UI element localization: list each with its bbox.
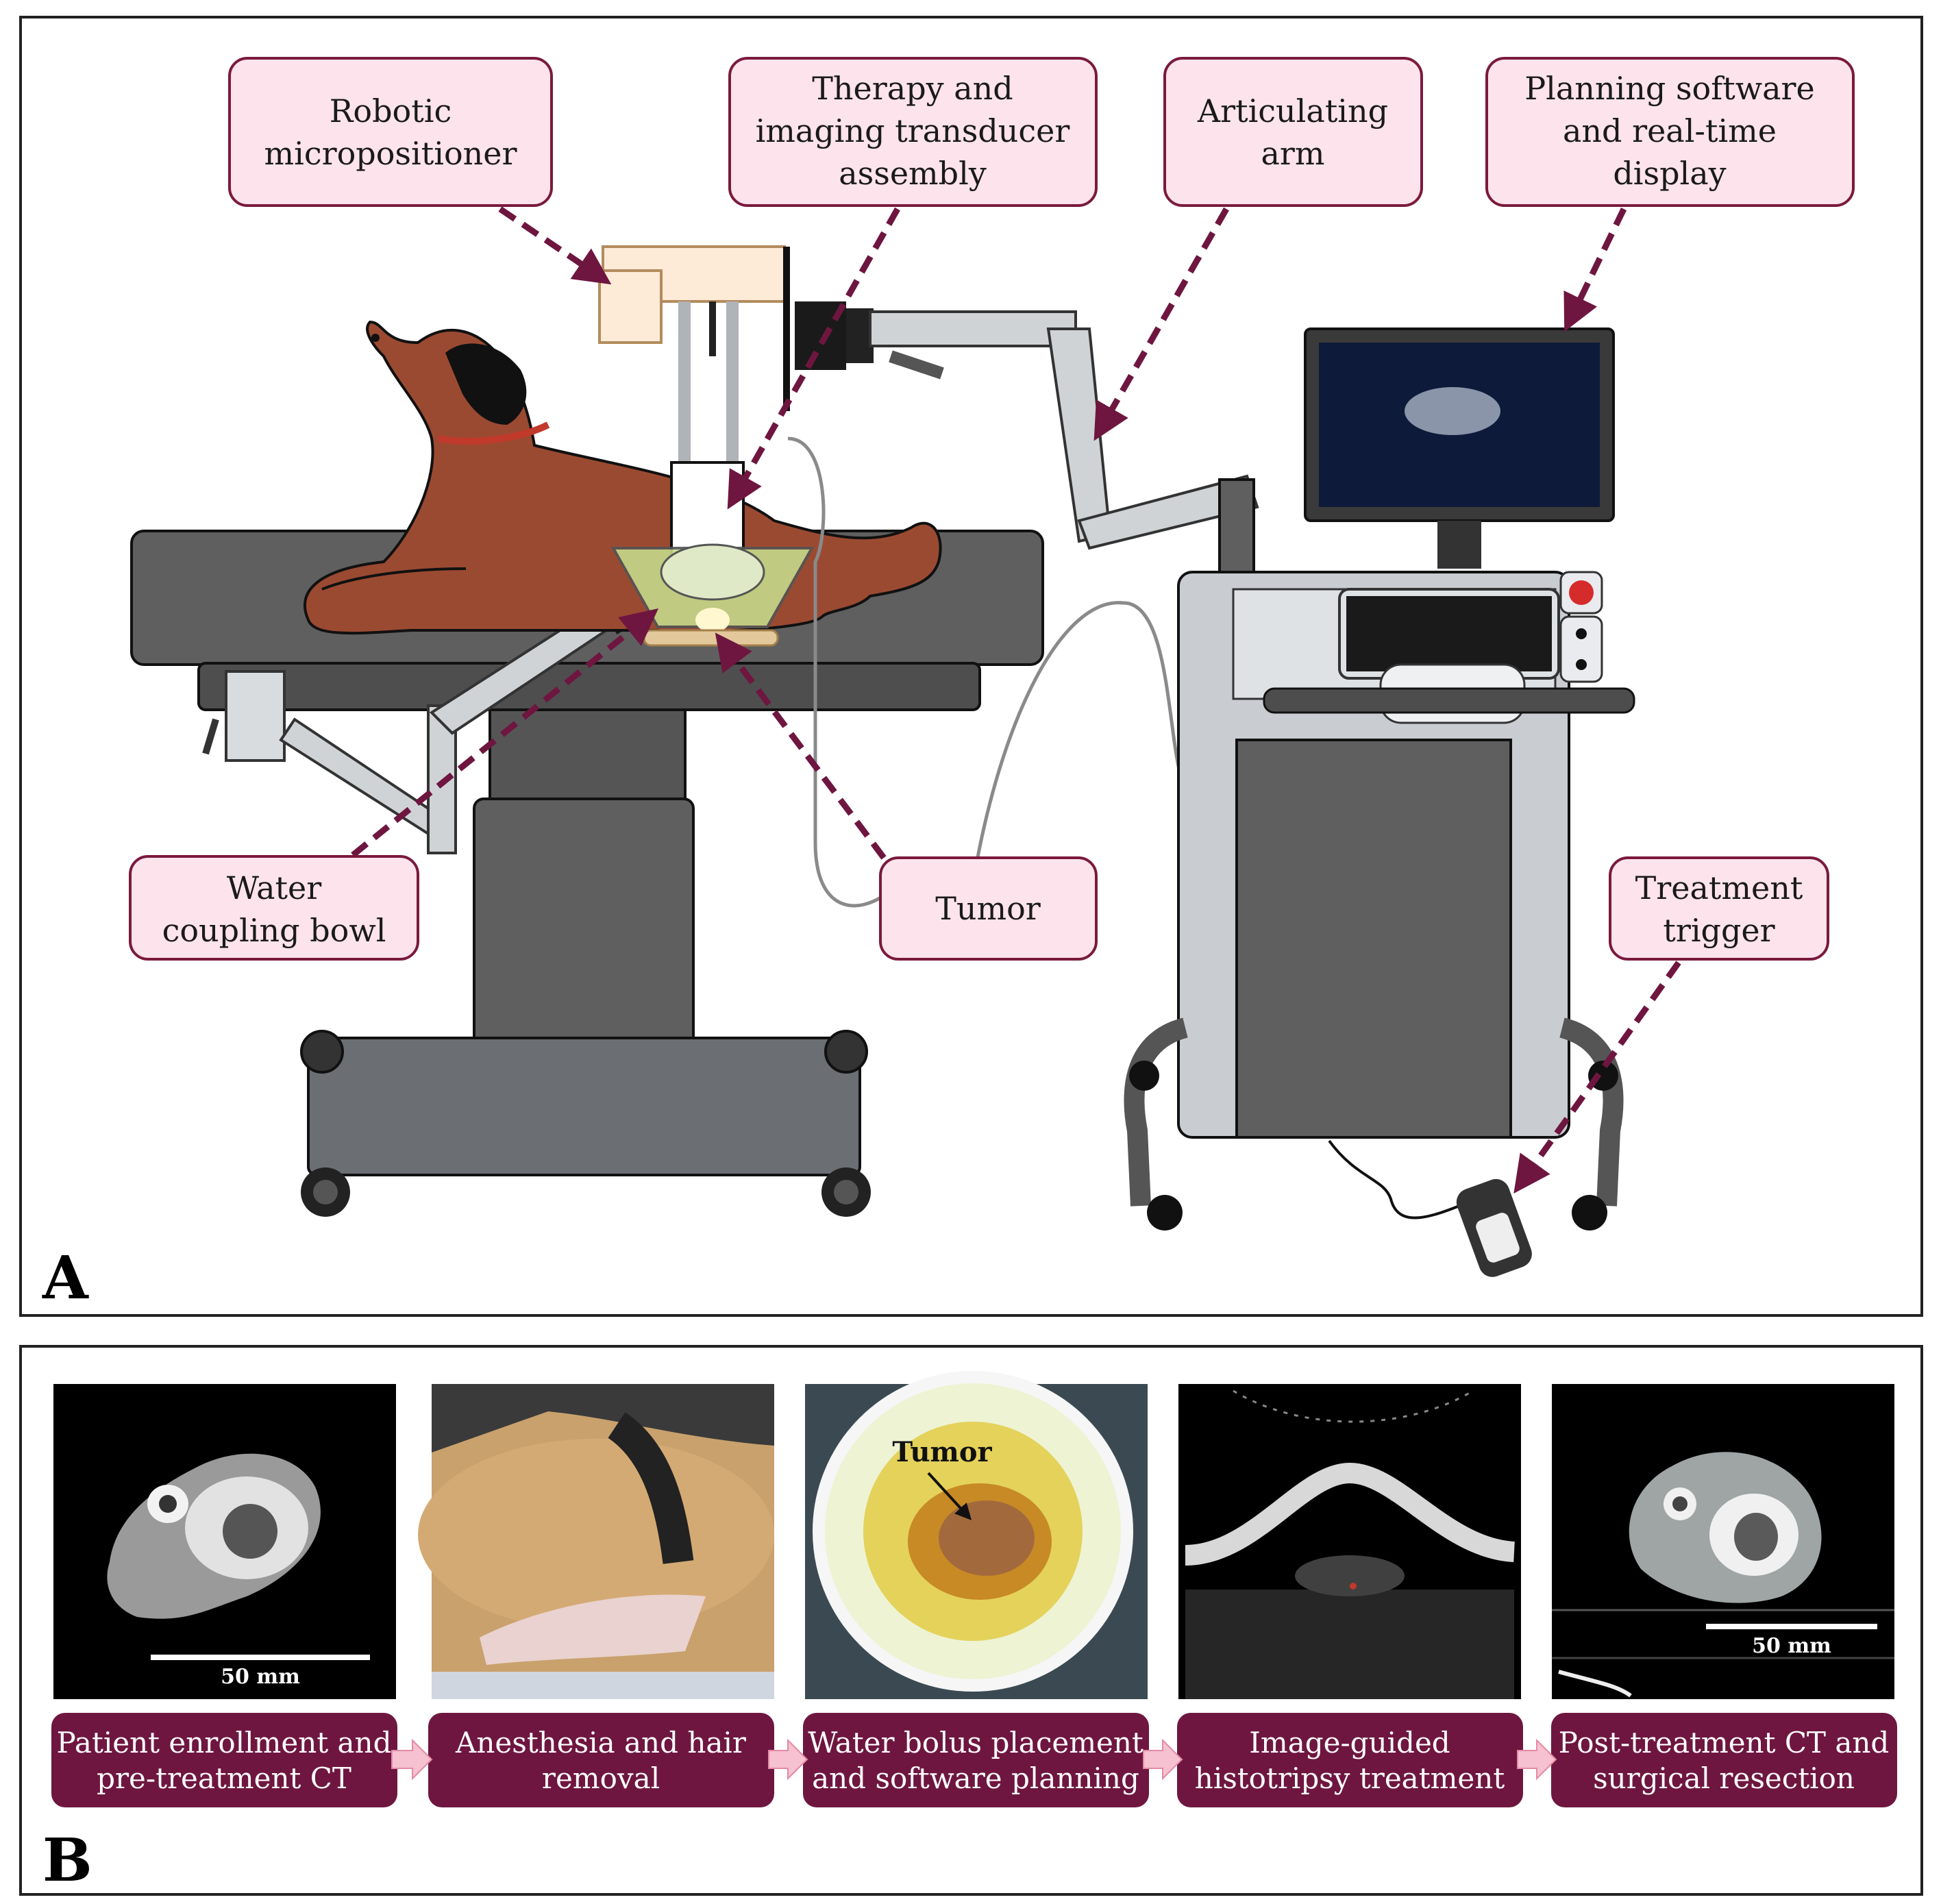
arrow-arm: [1093, 207, 1229, 441]
step-arrow-4: [1517, 1738, 1557, 1781]
callout-water-coupling-bowl: Water coupling bowl: [129, 855, 419, 961]
histotripsy-cart: [1124, 327, 1635, 1277]
svg-text:Articulating: Articulating: [1197, 92, 1388, 129]
svg-text:Tumor: Tumor: [892, 1436, 992, 1468]
svg-text:50 mm: 50 mm: [1752, 1634, 1831, 1658]
workflow-step-1: Patient enrollment and pre-treatment CT: [51, 1713, 397, 1807]
arrow-trigger: [1513, 961, 1681, 1194]
svg-text:arm: arm: [1261, 135, 1324, 172]
callout-tumor: Tumor: [879, 856, 1098, 961]
svg-text:Therapy and: Therapy and: [812, 70, 1013, 107]
step-arrow-2: [768, 1738, 808, 1781]
svg-text:Water: Water: [227, 869, 321, 906]
anesthesia-photo: [418, 1384, 774, 1699]
svg-text:Tumor: Tumor: [935, 890, 1041, 927]
svg-text:display: display: [1613, 155, 1726, 192]
svg-text:Water bolus placement: Water bolus placement: [808, 1726, 1143, 1759]
callout-treatment-trigger: Treatment trigger: [1609, 856, 1829, 961]
svg-text:50 mm: 50 mm: [221, 1665, 300, 1689]
arrow-planning: [1563, 208, 1627, 332]
svg-text:Image-guided: Image-guided: [1249, 1726, 1450, 1759]
step-arrow-1: [391, 1738, 433, 1781]
callout-transducer-assembly: Therapy and imaging transducer assembly: [728, 57, 1098, 207]
svg-text:imaging transducer: imaging transducer: [756, 112, 1070, 149]
arrow-bowl: [351, 608, 659, 858]
svg-text:Robotic: Robotic: [330, 92, 452, 129]
panel-b-letter: B: [42, 1826, 92, 1895]
svg-text:removal: removal: [542, 1761, 660, 1795]
svg-text:coupling bowl: coupling bowl: [162, 912, 386, 949]
arrow-robotic: [498, 206, 612, 285]
callout-articulating-arm: Articulating arm: [1163, 57, 1423, 207]
workflow-step-5: Post-treatment CT and surgical resection: [1551, 1713, 1897, 1807]
water-bolus-photo: Tumor: [805, 1371, 1148, 1699]
svg-text:Treatment: Treatment: [1635, 869, 1803, 906]
svg-text:Planning software: Planning software: [1524, 70, 1815, 107]
panel-a-letter: A: [42, 1244, 89, 1313]
svg-text:and software planning: and software planning: [812, 1761, 1139, 1795]
svg-text:Patient enrollment and: Patient enrollment and: [57, 1726, 392, 1759]
svg-text:Anesthesia and hair: Anesthesia and hair: [455, 1726, 747, 1759]
svg-text:micropositioner: micropositioner: [264, 135, 517, 172]
svg-text:assembly: assembly: [839, 155, 987, 192]
svg-text:surgical resection: surgical resection: [1593, 1761, 1855, 1795]
workflow-step-3: Water bolus placement and software plann…: [803, 1713, 1149, 1807]
callout-planning-software: Planning software and real-time display: [1485, 57, 1855, 207]
ct-post-treatment-image: 50 mm: [1552, 1384, 1894, 1699]
step-arrow-3: [1143, 1738, 1183, 1781]
svg-text:and real-time: and real-time: [1563, 112, 1777, 149]
ct-pre-treatment-image: 50 mm: [53, 1384, 396, 1699]
ultrasound-image: [1178, 1384, 1521, 1699]
workflow-step-4: Image-guided histotripsy treatment: [1177, 1713, 1523, 1807]
svg-text:trigger: trigger: [1663, 912, 1775, 949]
svg-text:histotripsy treatment: histotripsy treatment: [1195, 1761, 1505, 1795]
svg-text:pre-treatment CT: pre-treatment CT: [97, 1761, 351, 1795]
arrow-tumor: [715, 632, 887, 860]
callout-robotic-micropositioner: Robotic micropositioner: [228, 57, 553, 207]
svg-text:Post-treatment CT and: Post-treatment CT and: [1559, 1726, 1890, 1759]
workflow-step-2: Anesthesia and hair removal: [428, 1713, 774, 1807]
